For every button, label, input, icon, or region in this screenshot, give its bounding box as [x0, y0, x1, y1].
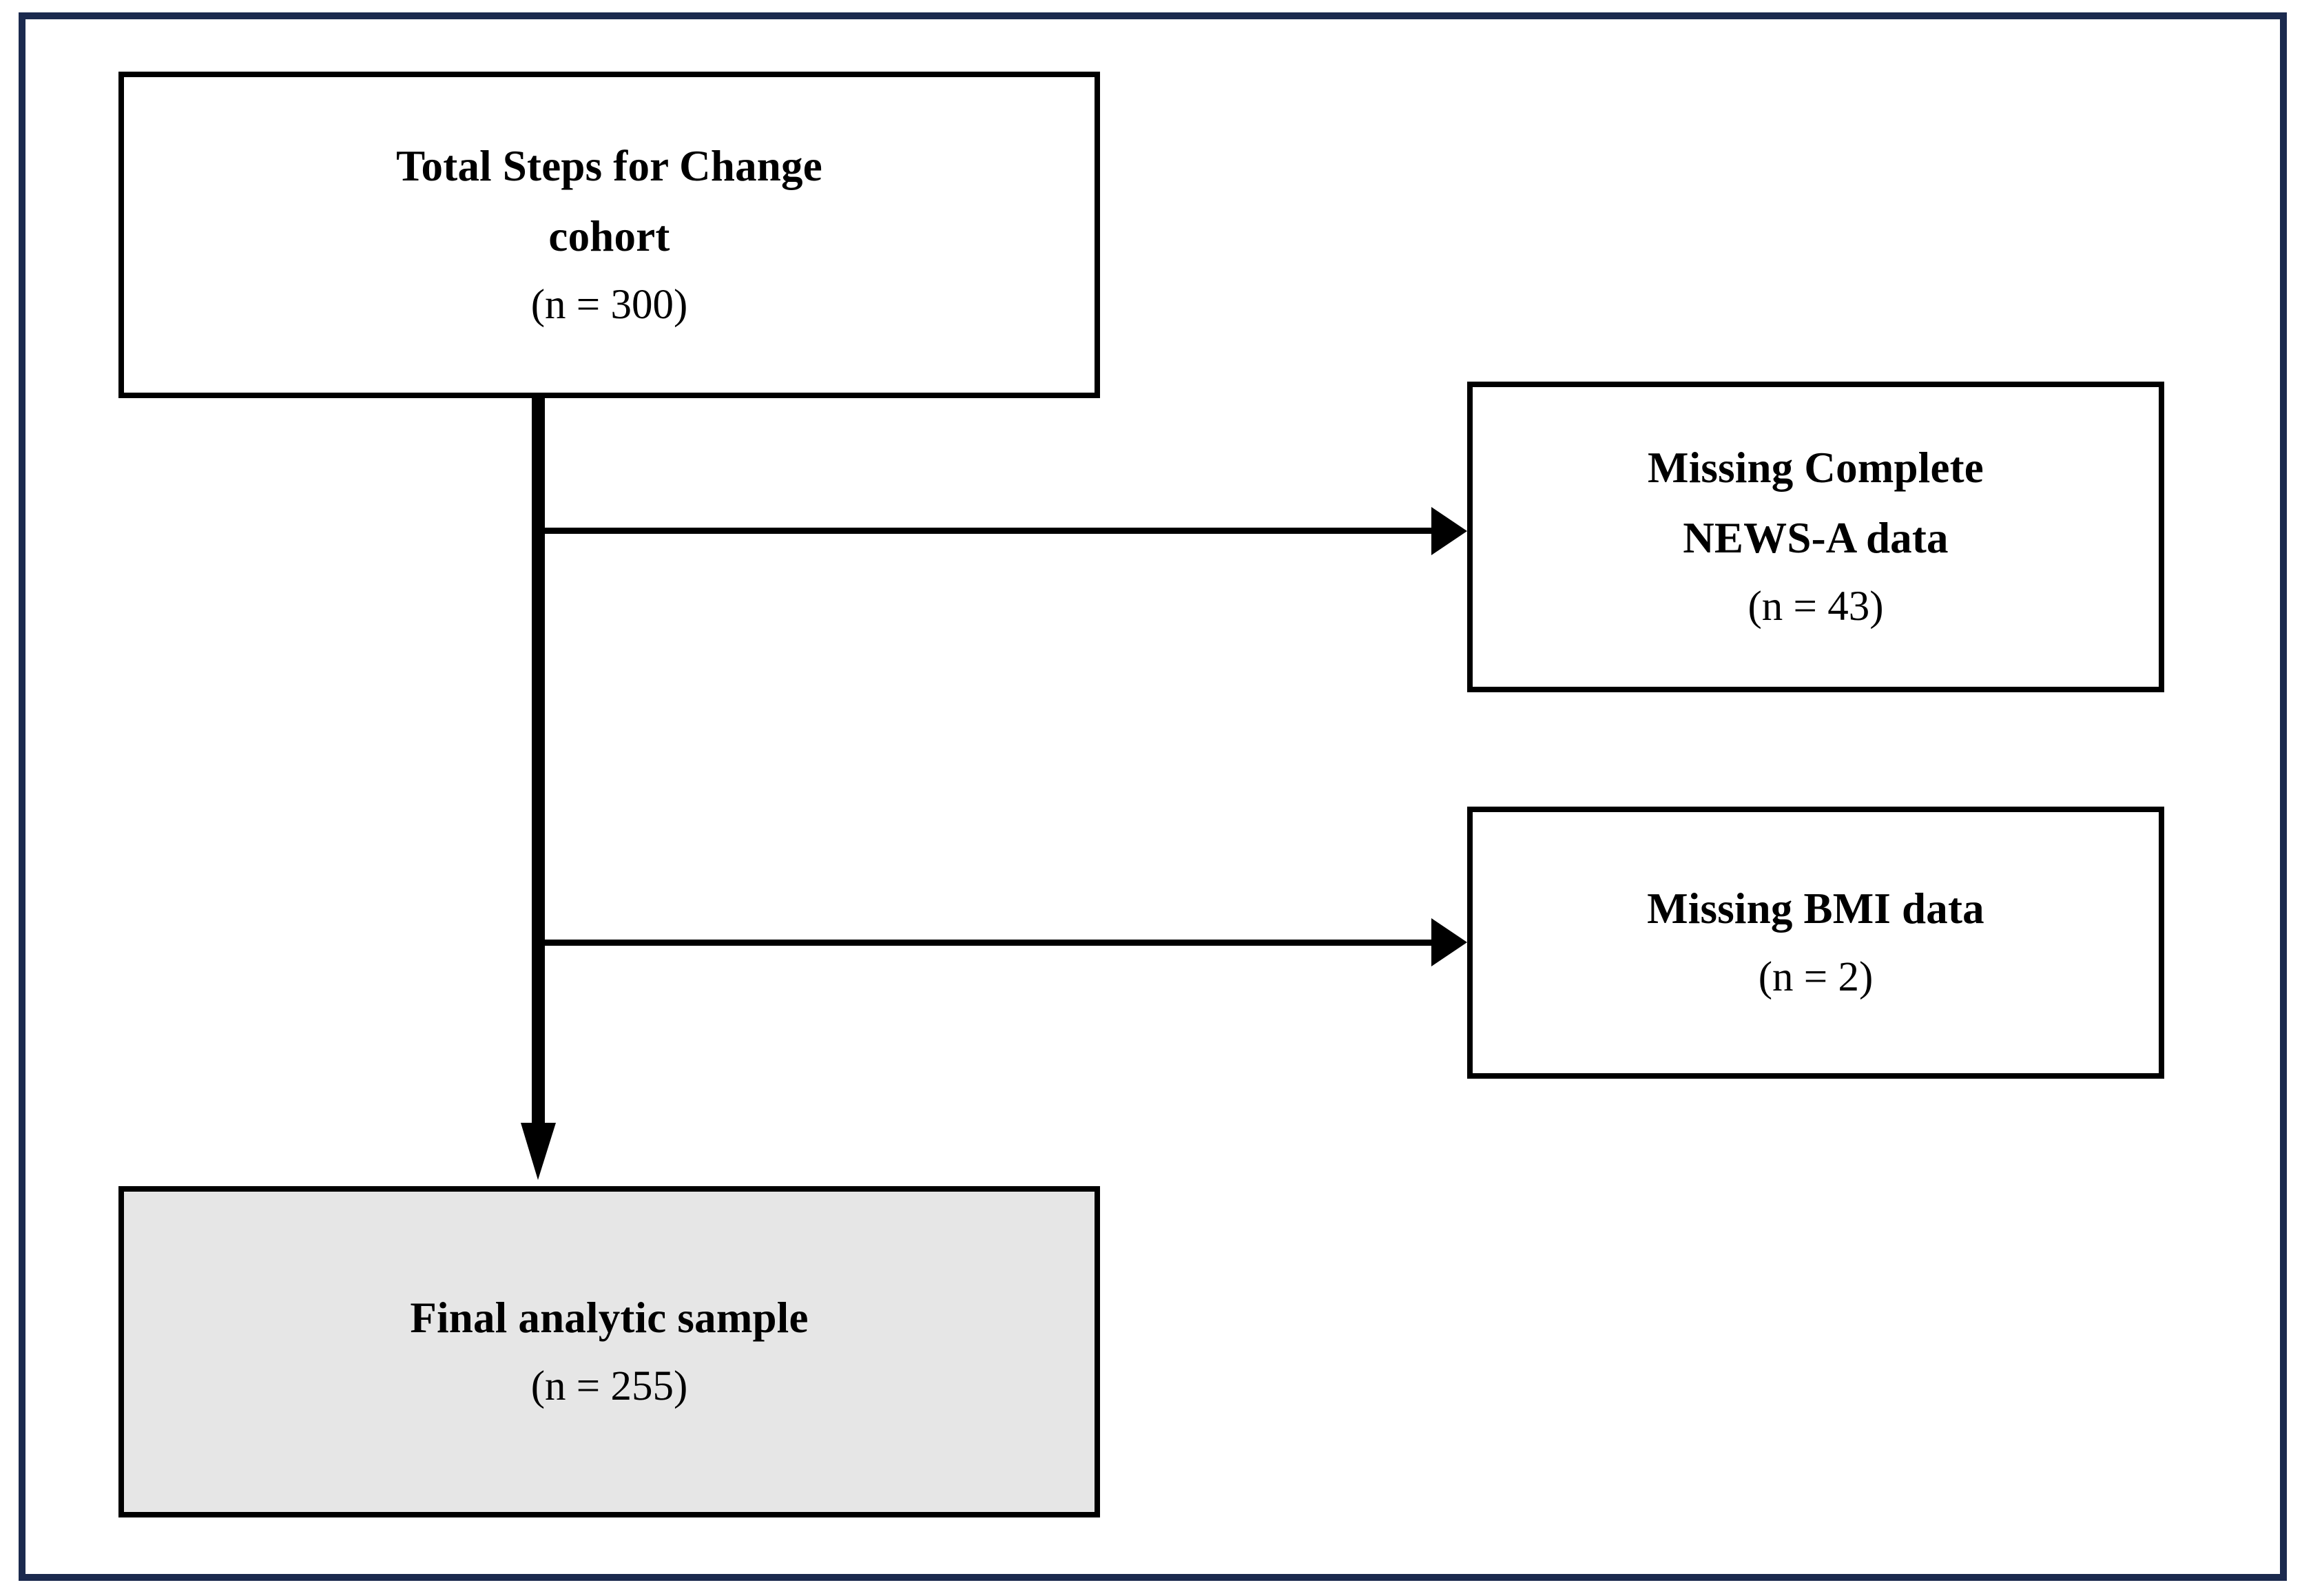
node-missing-bmi-title-line-1: Missing BMI data [1647, 884, 1984, 933]
node-missing-bmi: Missing BMI data (n = 2) [1467, 807, 2164, 1079]
figure-outer-border [19, 12, 2287, 1581]
node-missing-news-a-count: (n = 43) [1748, 583, 1884, 630]
node-final-analytic-sample-title-line-1: Final analytic sample [410, 1294, 809, 1343]
node-missing-bmi-count: (n = 2) [1758, 954, 1874, 1001]
node-missing-news-a-title-line-1: Missing Complete [1648, 444, 1984, 493]
node-final-analytic-sample: Final analytic sample (n = 255) [118, 1186, 1100, 1517]
node-final-analytic-sample-count: (n = 255) [530, 1363, 688, 1410]
node-total-cohort-count: (n = 300) [530, 281, 688, 328]
node-missing-news-a-title-line-2: NEWS-A data [1683, 514, 1949, 563]
node-missing-news-a: Missing Complete NEWS-A data (n = 43) [1467, 382, 2164, 692]
node-total-cohort-title-line-2: cohort [548, 211, 670, 260]
node-total-cohort-title-line-1: Total Steps for Change [396, 141, 822, 190]
node-total-cohort: Total Steps for Change cohort (n = 300) [118, 72, 1100, 398]
